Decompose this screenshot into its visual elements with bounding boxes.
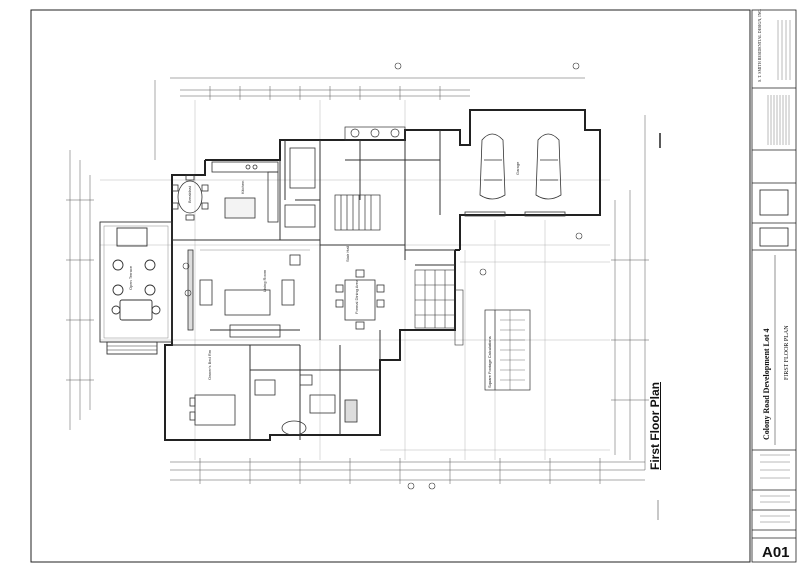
title-block-notes: [760, 20, 791, 523]
misc-marks: [657, 133, 661, 520]
interior-walls: [172, 130, 455, 440]
sheet-title: FIRST FLOOR PLAN: [784, 325, 790, 380]
room-label-formal-dining: Formal Dining Area: [354, 279, 359, 314]
kitchen: [211, 147, 316, 228]
sqft-table: [484, 309, 531, 391]
drawing-title: First Floor Plan: [648, 381, 662, 470]
project-name: Colony Road Development Lot 4: [762, 328, 771, 440]
firm-name: S. T. SMITH RESIDENTIAL DESIGN, INC.: [757, 8, 762, 82]
mudroom-grid: [414, 269, 464, 346]
section-markers: [182, 62, 583, 490]
dimension-lines: [66, 77, 649, 484]
sqft-heading: Square Footage Calculations: [487, 336, 492, 388]
breakfast-table: [171, 174, 209, 221]
room-label-garage: Garage: [515, 161, 520, 175]
title-block: [751, 9, 797, 563]
open-terrace: [99, 221, 173, 355]
living-room: [187, 249, 310, 338]
room-label-breakfast: Breakfast: [187, 186, 192, 203]
owners-suite: [189, 374, 358, 436]
room-label-living-room: Living Room: [262, 269, 267, 292]
stair-hall: [334, 126, 406, 231]
sheet-number: A01: [762, 544, 790, 561]
formal-dining: [335, 269, 385, 330]
garage: [464, 133, 566, 217]
room-label-stair-hall: Stair Hall: [345, 245, 350, 262]
room-label-open-terrace: Open Terrace: [128, 265, 133, 290]
room-label-owners-bed: Owner's Bed Rm: [207, 349, 212, 380]
room-label-kitchen: Kitchen: [240, 180, 245, 194]
sheet-border: [30, 9, 751, 563]
